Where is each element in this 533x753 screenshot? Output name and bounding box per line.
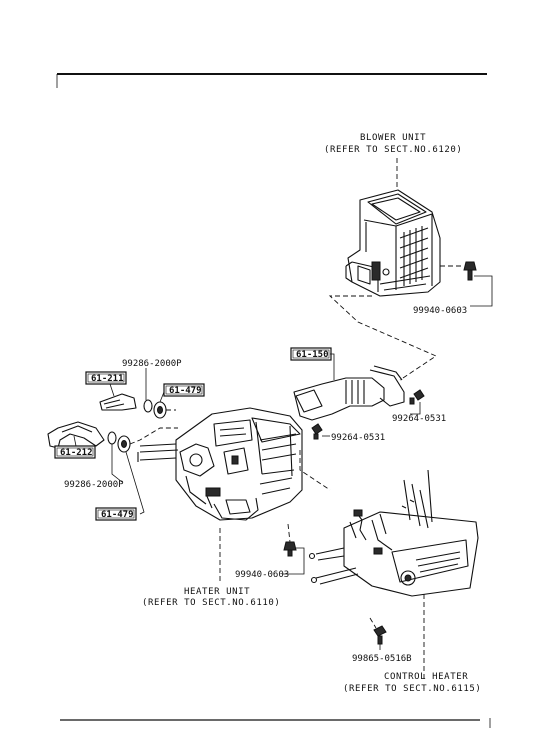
top-rule xyxy=(56,73,487,88)
lower-hose xyxy=(47,421,105,449)
heater-unit xyxy=(137,407,303,521)
lower-grommet-code: 61-479 xyxy=(101,510,134,520)
bottom-rule xyxy=(60,718,491,728)
grommet-icon xyxy=(153,401,167,419)
lower-hose-code-box: 61-212 xyxy=(54,435,96,459)
blower-unit xyxy=(345,189,441,297)
upper-clip xyxy=(143,368,153,413)
duct-bolt-right-label: 99264-0531 xyxy=(392,414,446,424)
bolt-icon xyxy=(283,541,297,557)
blower-unit-reference: (REFER TO SECT.NO.6120) xyxy=(324,145,462,155)
clip-icon xyxy=(107,431,117,445)
routing-lines xyxy=(287,295,437,543)
blower-bolt-label: 99940-0603 xyxy=(413,306,467,316)
duct-bolt-center-label: 99264-0531 xyxy=(331,433,385,443)
blower-bolt xyxy=(440,261,493,307)
control-heater xyxy=(308,469,479,597)
duct-bolt-right xyxy=(409,389,425,415)
control-bolt-label: 99865-0516B xyxy=(352,654,412,664)
bolt-icon xyxy=(409,389,425,405)
upper-hose-code-box: 61-211 xyxy=(85,371,127,397)
lower-clip-label: 99286-2000P xyxy=(64,480,124,490)
duct-code-box: 61-150 xyxy=(290,347,335,380)
heater-bolt xyxy=(282,541,305,575)
bolt-icon xyxy=(463,261,477,281)
lower-grommet-code-box: 61-479 xyxy=(95,507,137,521)
upper-grommet-code: 61-479 xyxy=(169,386,202,396)
control-heater-reference: (REFER TO SECT.NO.6115) xyxy=(343,684,481,694)
bolt-icon xyxy=(311,423,323,440)
lower-clip xyxy=(107,431,123,483)
heater-unit-title: HEATER UNIT xyxy=(184,587,250,597)
grommet-icon xyxy=(117,435,131,453)
clip-icon xyxy=(143,399,153,413)
bolt-icon xyxy=(373,625,387,645)
upper-clip-label: 99286-2000P xyxy=(122,359,182,369)
upper-grommet xyxy=(153,401,167,419)
duct-code: 61-150 xyxy=(296,350,329,360)
upper-hose xyxy=(99,393,137,411)
upper-grommet-code-box: 61-479 xyxy=(159,383,205,403)
heater-bolt-label: 99940-0603 xyxy=(235,570,289,580)
duct-bolt-center xyxy=(311,423,330,440)
hose-dash-connectors xyxy=(129,409,178,445)
duct xyxy=(293,365,405,421)
control-heater-title: CONTROL HEATER xyxy=(384,672,468,682)
lower-hose-code: 61-212 xyxy=(60,448,93,458)
control-bolt xyxy=(369,617,387,650)
blower-unit-title: BLOWER UNIT xyxy=(360,133,426,143)
upper-hose-code: 61-211 xyxy=(91,374,124,384)
heater-unit-reference: (REFER TO SECT.NO.6110) xyxy=(142,598,280,608)
lower-grommet xyxy=(117,435,145,515)
